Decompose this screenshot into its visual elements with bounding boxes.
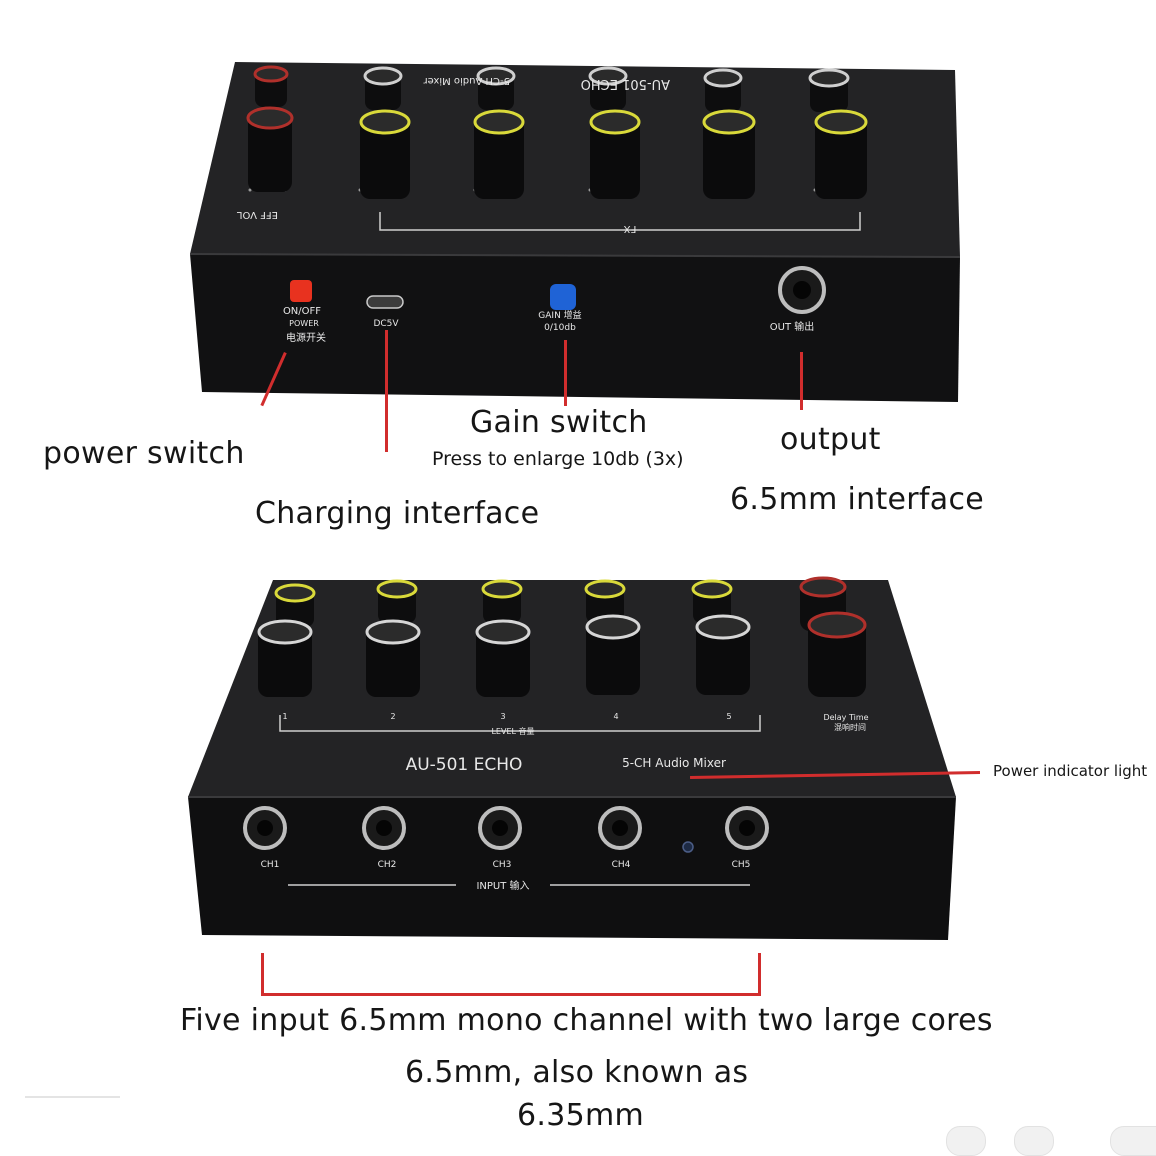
gain-note-caption: Press to enlarge 10db (3x) [432,448,684,470]
input-jacks [243,806,769,850]
back-row-knobs [253,65,850,112]
level-bracket [279,715,761,732]
rear-face [190,254,960,402]
gain-button[interactable] [550,284,576,310]
gain-switch-caption: Gain switch [470,405,648,440]
inputs-bracket-right [758,953,761,995]
charging-pointer [385,330,388,452]
charging-interface-caption: Charging interface [255,496,540,531]
gain-pointer [564,340,567,406]
top-mixer-label: 5-CH Audio Mixer [423,75,510,86]
front-row-knobs [246,106,868,199]
knob-number-4: 4 [613,712,618,721]
knob-number-3: 3 [500,712,505,721]
inputs-bracket-bottom [261,993,761,996]
mixer-front-view: 1 2 3 4 5 LEVEL 音量 Delay Time 混响时间 AU-50… [188,576,956,940]
input-label: INPUT 输入 [476,879,529,892]
output-pointer [800,352,803,410]
overlay-chip-1[interactable] [946,1126,986,1156]
ch5-label: CH5 [732,860,751,870]
bottom-model-label: AU-501 ECHO [406,755,523,775]
ch3-label: CH3 [493,860,512,870]
inputs-bracket-left [261,953,264,995]
usb-c-port[interactable] [366,295,404,309]
ch2-label: CH2 [378,860,397,870]
top-model-label: AU-501 ECHO [581,76,670,91]
fx-label: FX [624,223,637,234]
delay-label-2: 混响时间 [834,722,866,732]
gain-label-2: 0/10db [544,323,576,333]
level-label: LEVEL 音量 [491,726,534,736]
output-note-caption: 6.5mm interface [730,482,984,517]
knob-number-1: 1 [282,712,287,721]
power-label-3: 电源开关 [286,331,326,344]
power-label-2: POWER [289,319,319,328]
mixer-rear-view: FX EFF VOL AU-501 ECHO 5-CH Audio Mixer … [190,62,960,402]
overlay-chip-3[interactable] [1110,1126,1156,1156]
ch4-label: CH4 [612,860,631,870]
inputs-caption-line3: 6.35mm [517,1098,645,1133]
bottom-divider [25,1096,120,1098]
inputs-caption-line1: Five input 6.5mm mono channel with two l… [180,1003,993,1038]
dc-label: DC5V [373,319,399,329]
overlay-chip-2[interactable] [1014,1126,1054,1156]
power-switch-caption: power switch [43,436,245,471]
out-label: OUT 输出 [770,320,814,333]
power-label-1: ON/OFF [283,306,321,317]
power-indicator-caption: Power indicator light [993,762,1148,780]
bottom-mixer-label: 5-CH Audio Mixer [622,756,726,770]
knob-number-2: 2 [390,712,395,721]
knob-number-5: 5 [726,712,731,721]
fx-bracket [379,212,861,231]
power-button[interactable] [290,280,312,302]
front-face [188,797,956,940]
eff-vol-label: EFF VOL [236,209,278,220]
delay-label-1: Delay Time [823,713,868,722]
inputs-caption-line2: 6.5mm, also known as [405,1055,749,1090]
power-indicator-led [682,841,694,853]
bottom-front-row-knobs [257,611,867,697]
ch1-label: CH1 [261,860,280,870]
gain-label-1: GAIN 增益 [538,309,581,321]
output-caption: output [780,422,881,457]
